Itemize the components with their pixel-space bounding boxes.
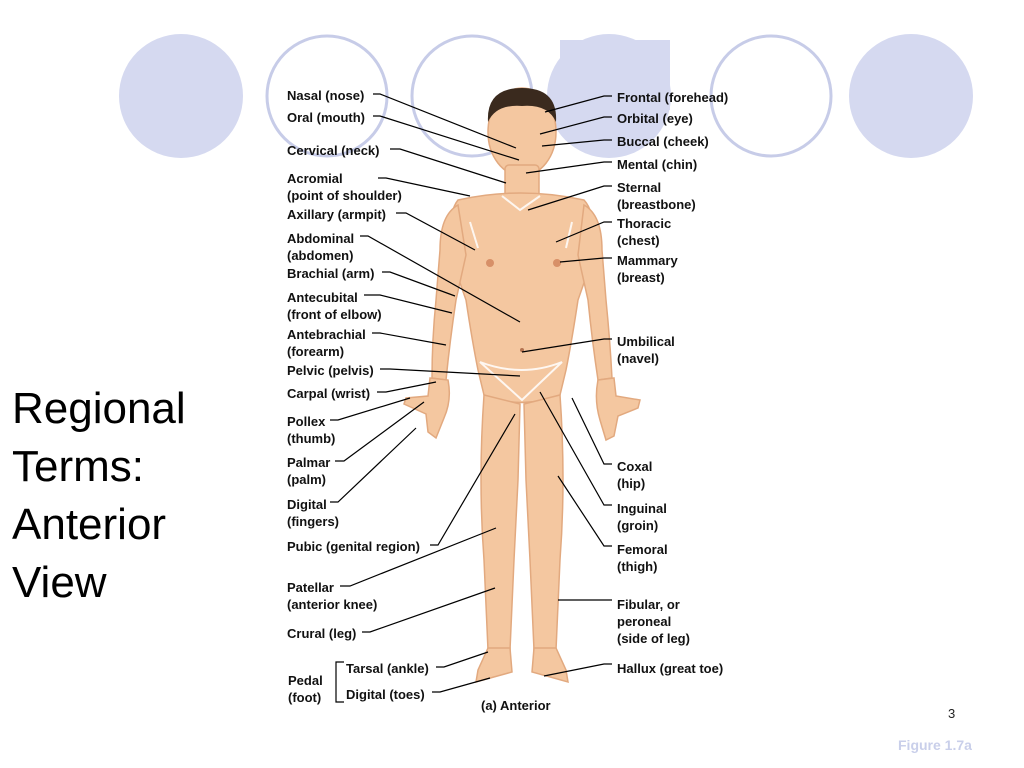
leader-lines-right <box>521 95 612 677</box>
region-outlines <box>469 195 573 402</box>
label-palmar: Palmar(palm) <box>287 455 331 487</box>
deco-circle-filled <box>119 34 243 158</box>
slide-number: 3 <box>948 706 956 721</box>
figure-reference: Figure 1.7a <box>898 737 972 753</box>
label-mental: Mental (chin) <box>617 157 698 172</box>
right-hand <box>403 377 451 440</box>
label-antebrachial: Antebrachial(forearm) <box>287 327 366 359</box>
label-coxal: Coxal(hip) <box>617 459 653 491</box>
body-silhouette <box>403 87 641 684</box>
deco-circle-filled <box>849 34 973 158</box>
label-crural: Crural (leg) <box>287 626 357 641</box>
label-sternal: Sternal(breastbone) <box>617 180 696 212</box>
deco-circle-outline <box>265 34 389 158</box>
navel <box>520 348 524 352</box>
title-line: Terms: <box>12 442 144 491</box>
slide-title: Regional Terms: Anterior View <box>12 380 242 612</box>
nipple <box>486 259 494 267</box>
label-brachial: Brachial (arm) <box>287 266 375 281</box>
label-pelvic: Pelvic (pelvis) <box>287 363 374 378</box>
label-orbital: Orbital (eye) <box>617 111 693 126</box>
label-pubic: Pubic (genital region) <box>287 539 420 554</box>
figure-caption: (a) Anterior <box>481 698 551 713</box>
deco-square <box>560 40 670 110</box>
neck <box>504 164 540 198</box>
label-carpal: Carpal (wrist) <box>287 386 371 401</box>
label-nasal: Nasal (nose) <box>287 88 365 103</box>
left-foot <box>531 647 569 684</box>
label-frontal: Frontal (forehead) <box>617 90 729 105</box>
left-leg <box>523 394 564 651</box>
deco-circle-outline <box>709 34 833 158</box>
label-pollex: Pollex(thumb) <box>287 414 336 446</box>
label-buccal: Buccal (cheek) <box>617 134 709 149</box>
label-axillary: Axillary (armpit) <box>287 207 386 222</box>
label-hallux: Hallux (great toe) <box>617 661 724 676</box>
label-patellar: Patellar(anterior knee) <box>287 580 378 612</box>
label-abdominal: Abdominal(abdomen) <box>287 231 355 263</box>
right-foot <box>475 647 513 684</box>
title-line: Regional <box>12 384 186 433</box>
title-line: Anterior <box>12 500 167 549</box>
title-line: View <box>12 558 107 607</box>
torso <box>449 192 595 404</box>
label-mammary: Mammary(breast) <box>617 253 678 285</box>
hair <box>487 88 557 122</box>
label-pedal: Pedal(foot) <box>288 673 323 705</box>
right-arm <box>431 203 467 381</box>
label-thoracic: Thoracic(chest) <box>617 216 672 248</box>
label-antecubital: Antecubital(front of elbow) <box>287 290 382 322</box>
leader-lines <box>330 93 521 703</box>
label-cervical: Cervical (neck) <box>287 143 380 158</box>
label-digital-fingers: Digital(fingers) <box>287 497 339 529</box>
label-acromial: Acromial(point of shoulder) <box>287 171 402 203</box>
left-hand <box>595 377 641 442</box>
nipple <box>553 259 561 267</box>
label-digital-toes: Digital (toes) <box>346 687 425 702</box>
right-leg <box>480 394 521 651</box>
label-femoral: Femoral(thigh) <box>617 542 668 574</box>
label-oral: Oral (mouth) <box>287 110 365 125</box>
left-arm <box>577 203 613 381</box>
label-inguinal: Inguinal(groin) <box>617 501 667 533</box>
label-umbilical: Umbilical(navel) <box>617 334 675 366</box>
label-tarsal: Tarsal (ankle) <box>346 661 429 676</box>
